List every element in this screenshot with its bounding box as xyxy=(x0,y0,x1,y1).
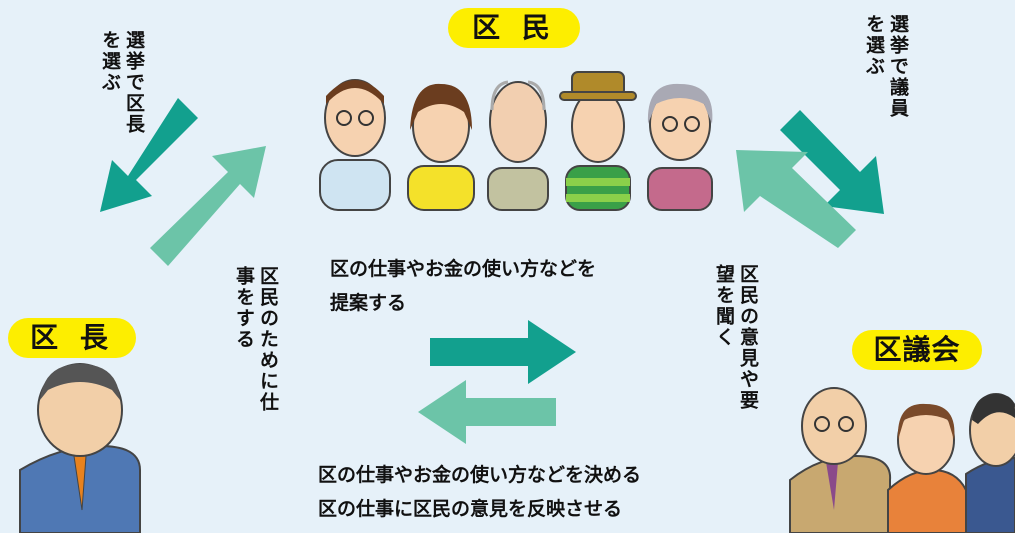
label-assembly-decides-line1: 区の仕事やお金の使い方などを決める xyxy=(318,464,642,486)
label-assembly-decides-line2: 区の仕事に区民の意見を反映させる xyxy=(318,498,623,520)
assembly-member-figure xyxy=(789,387,892,533)
assembly-member-figure xyxy=(887,403,967,533)
mayor-badge: 区 長 xyxy=(8,318,136,358)
arrow-mayor-to-assembly xyxy=(430,320,576,384)
arrow-assembly-to-residents xyxy=(736,150,856,248)
assembly-badge: 区議会 xyxy=(852,330,982,370)
arrow-residents-to-assembly xyxy=(780,110,884,214)
arrow-mayor-to-residents xyxy=(150,146,266,266)
arrow-residents-to-mayor xyxy=(100,98,198,212)
resident-figure xyxy=(319,79,391,211)
resident-figure xyxy=(559,71,637,211)
resident-figure xyxy=(647,83,713,211)
label-mayor-proposes-line1: 区の仕事やお金の使い方などを xyxy=(330,258,597,280)
label-mayor-proposes-line2: 提案する xyxy=(330,292,407,314)
assembly-member-figure xyxy=(965,393,1015,533)
label-mayor-works-for-residents: 区民のために仕事をする xyxy=(233,266,279,413)
resident-figure xyxy=(487,80,549,211)
label-assembly-hears-residents: 区民の意見や要望を聞く xyxy=(713,264,759,411)
resident-figure xyxy=(407,83,475,211)
arrow-assembly-to-mayor xyxy=(418,380,556,444)
label-residents-elect-mayor: 選挙で区長を選ぶ xyxy=(99,30,145,135)
label-residents-elect-members: 選挙で議員を選ぶ xyxy=(863,14,909,119)
residents-badge: 区 民 xyxy=(448,8,580,48)
